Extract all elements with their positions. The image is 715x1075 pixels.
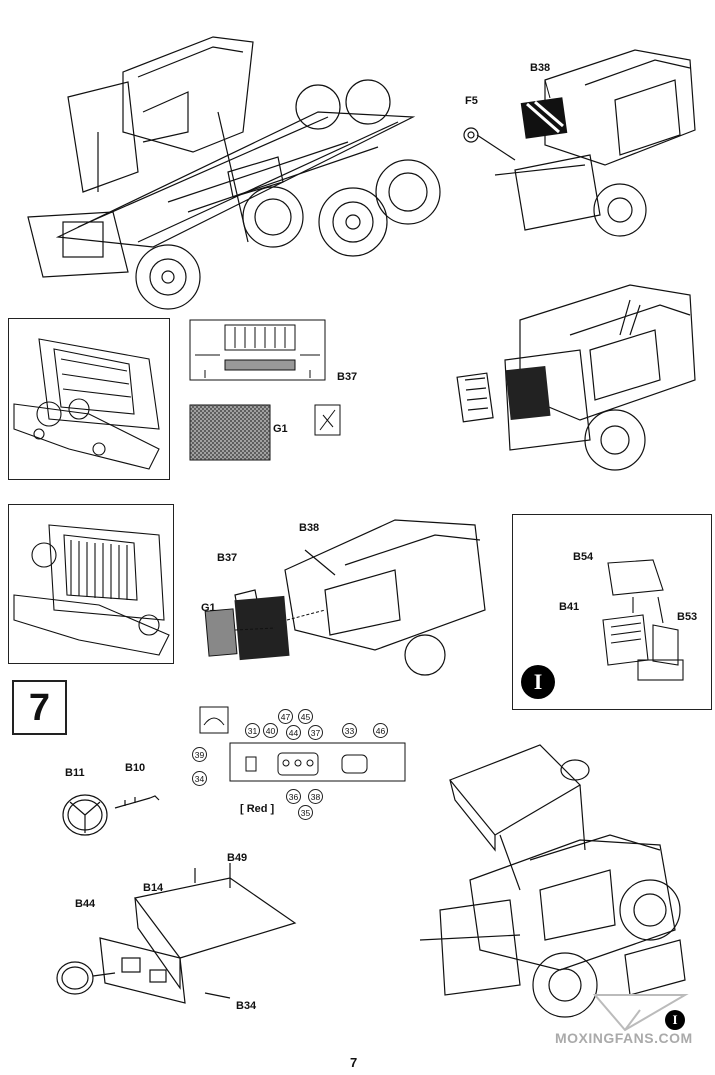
dashboard-drawing bbox=[56, 863, 297, 1004]
sprue-b37-g1-diagram: B37 G1 bbox=[185, 315, 357, 465]
inset-drawing-2 bbox=[13, 524, 170, 656]
sprue-drawing bbox=[189, 319, 341, 461]
decal-34: 34 bbox=[192, 771, 207, 786]
watermark: I MOXINGFANS.COM bbox=[555, 990, 715, 1050]
decal-36: 36 bbox=[286, 789, 301, 804]
subassembly-i-marker-text: I bbox=[533, 669, 543, 694]
part-label-b38-top: B38 bbox=[530, 62, 551, 74]
part-label-f5: F5 bbox=[465, 95, 478, 107]
decal-40: 40 bbox=[263, 723, 278, 738]
grille-removed-illustration bbox=[430, 280, 715, 480]
decal-31: 31 bbox=[245, 723, 260, 738]
decal-45: 45 bbox=[298, 709, 313, 724]
decal-39: 39 bbox=[192, 747, 207, 762]
front-detail-illustration: F5 B38 bbox=[455, 40, 715, 240]
part-label-g1-mid: G1 bbox=[201, 602, 216, 614]
step-number: 7 bbox=[28, 687, 51, 729]
chassis-overview-illustration bbox=[18, 22, 441, 312]
watermark-marker: I bbox=[665, 1010, 685, 1030]
decal-37: 37 bbox=[308, 725, 323, 740]
inset-drawing-1 bbox=[13, 338, 160, 470]
inset-box-grille-2 bbox=[8, 504, 174, 664]
dashboard-assembly-illustration: B49 B14 B44 B34 bbox=[50, 848, 310, 1018]
part-label-b53: B53 bbox=[677, 611, 698, 623]
watermark-marker-text: I bbox=[672, 1012, 678, 1027]
part-label-b37-sprue: B37 bbox=[337, 371, 358, 383]
part-label-g1-sprue: G1 bbox=[273, 423, 288, 435]
part-label-b14: B14 bbox=[143, 882, 164, 894]
part-label-b11: B11 bbox=[65, 767, 85, 779]
page-number: 7 bbox=[350, 1055, 358, 1070]
part-label-b10: B10 bbox=[125, 762, 146, 774]
inset-box-grille-1 bbox=[8, 318, 170, 480]
part-label-b54: B54 bbox=[573, 551, 594, 563]
decal-35: 35 bbox=[298, 805, 313, 820]
decal-33: 33 bbox=[342, 723, 357, 738]
subassembly-i-marker: I bbox=[521, 665, 555, 699]
subassembly-i-box: B54 B41 B53 I bbox=[512, 514, 712, 710]
grille-install-illustration: B38 B37 G1 bbox=[195, 510, 495, 676]
grille-install-drawing bbox=[204, 519, 486, 676]
decal-color-note: [ Red ] bbox=[240, 803, 275, 815]
steering-wheel-drawing bbox=[62, 794, 160, 836]
decal-38: 38 bbox=[308, 789, 323, 804]
step-number-box: 7 bbox=[12, 680, 67, 735]
part-label-b38-mid: B38 bbox=[299, 522, 320, 534]
grille-removed-drawing bbox=[456, 284, 696, 471]
part-label-b37-mid: B37 bbox=[217, 552, 238, 564]
cab-assembly-drawing bbox=[419, 744, 686, 1018]
decal-sheet-drawing bbox=[199, 706, 406, 782]
front-detail-drawing bbox=[463, 49, 696, 237]
part-label-b44: B44 bbox=[75, 898, 96, 910]
decal-44: 44 bbox=[286, 725, 301, 740]
watermark-text: MOXINGFANS.COM bbox=[555, 1030, 693, 1046]
part-label-b34: B34 bbox=[236, 1000, 257, 1012]
decal-sheet-diagram: 47 45 44 37 31 40 33 46 39 34 36 38 35 [… bbox=[190, 705, 410, 825]
part-label-b41: B41 bbox=[559, 601, 580, 613]
subassembly-i-drawing bbox=[602, 559, 684, 681]
decal-46: 46 bbox=[373, 723, 388, 738]
steering-wheel-parts: B11 B10 bbox=[55, 760, 175, 850]
decal-47: 47 bbox=[278, 709, 293, 724]
part-label-b49: B49 bbox=[227, 852, 248, 864]
chassis-drawing bbox=[27, 36, 441, 310]
watermark-plane-icon bbox=[592, 994, 689, 1032]
cab-assembly-illustration bbox=[410, 740, 715, 1025]
